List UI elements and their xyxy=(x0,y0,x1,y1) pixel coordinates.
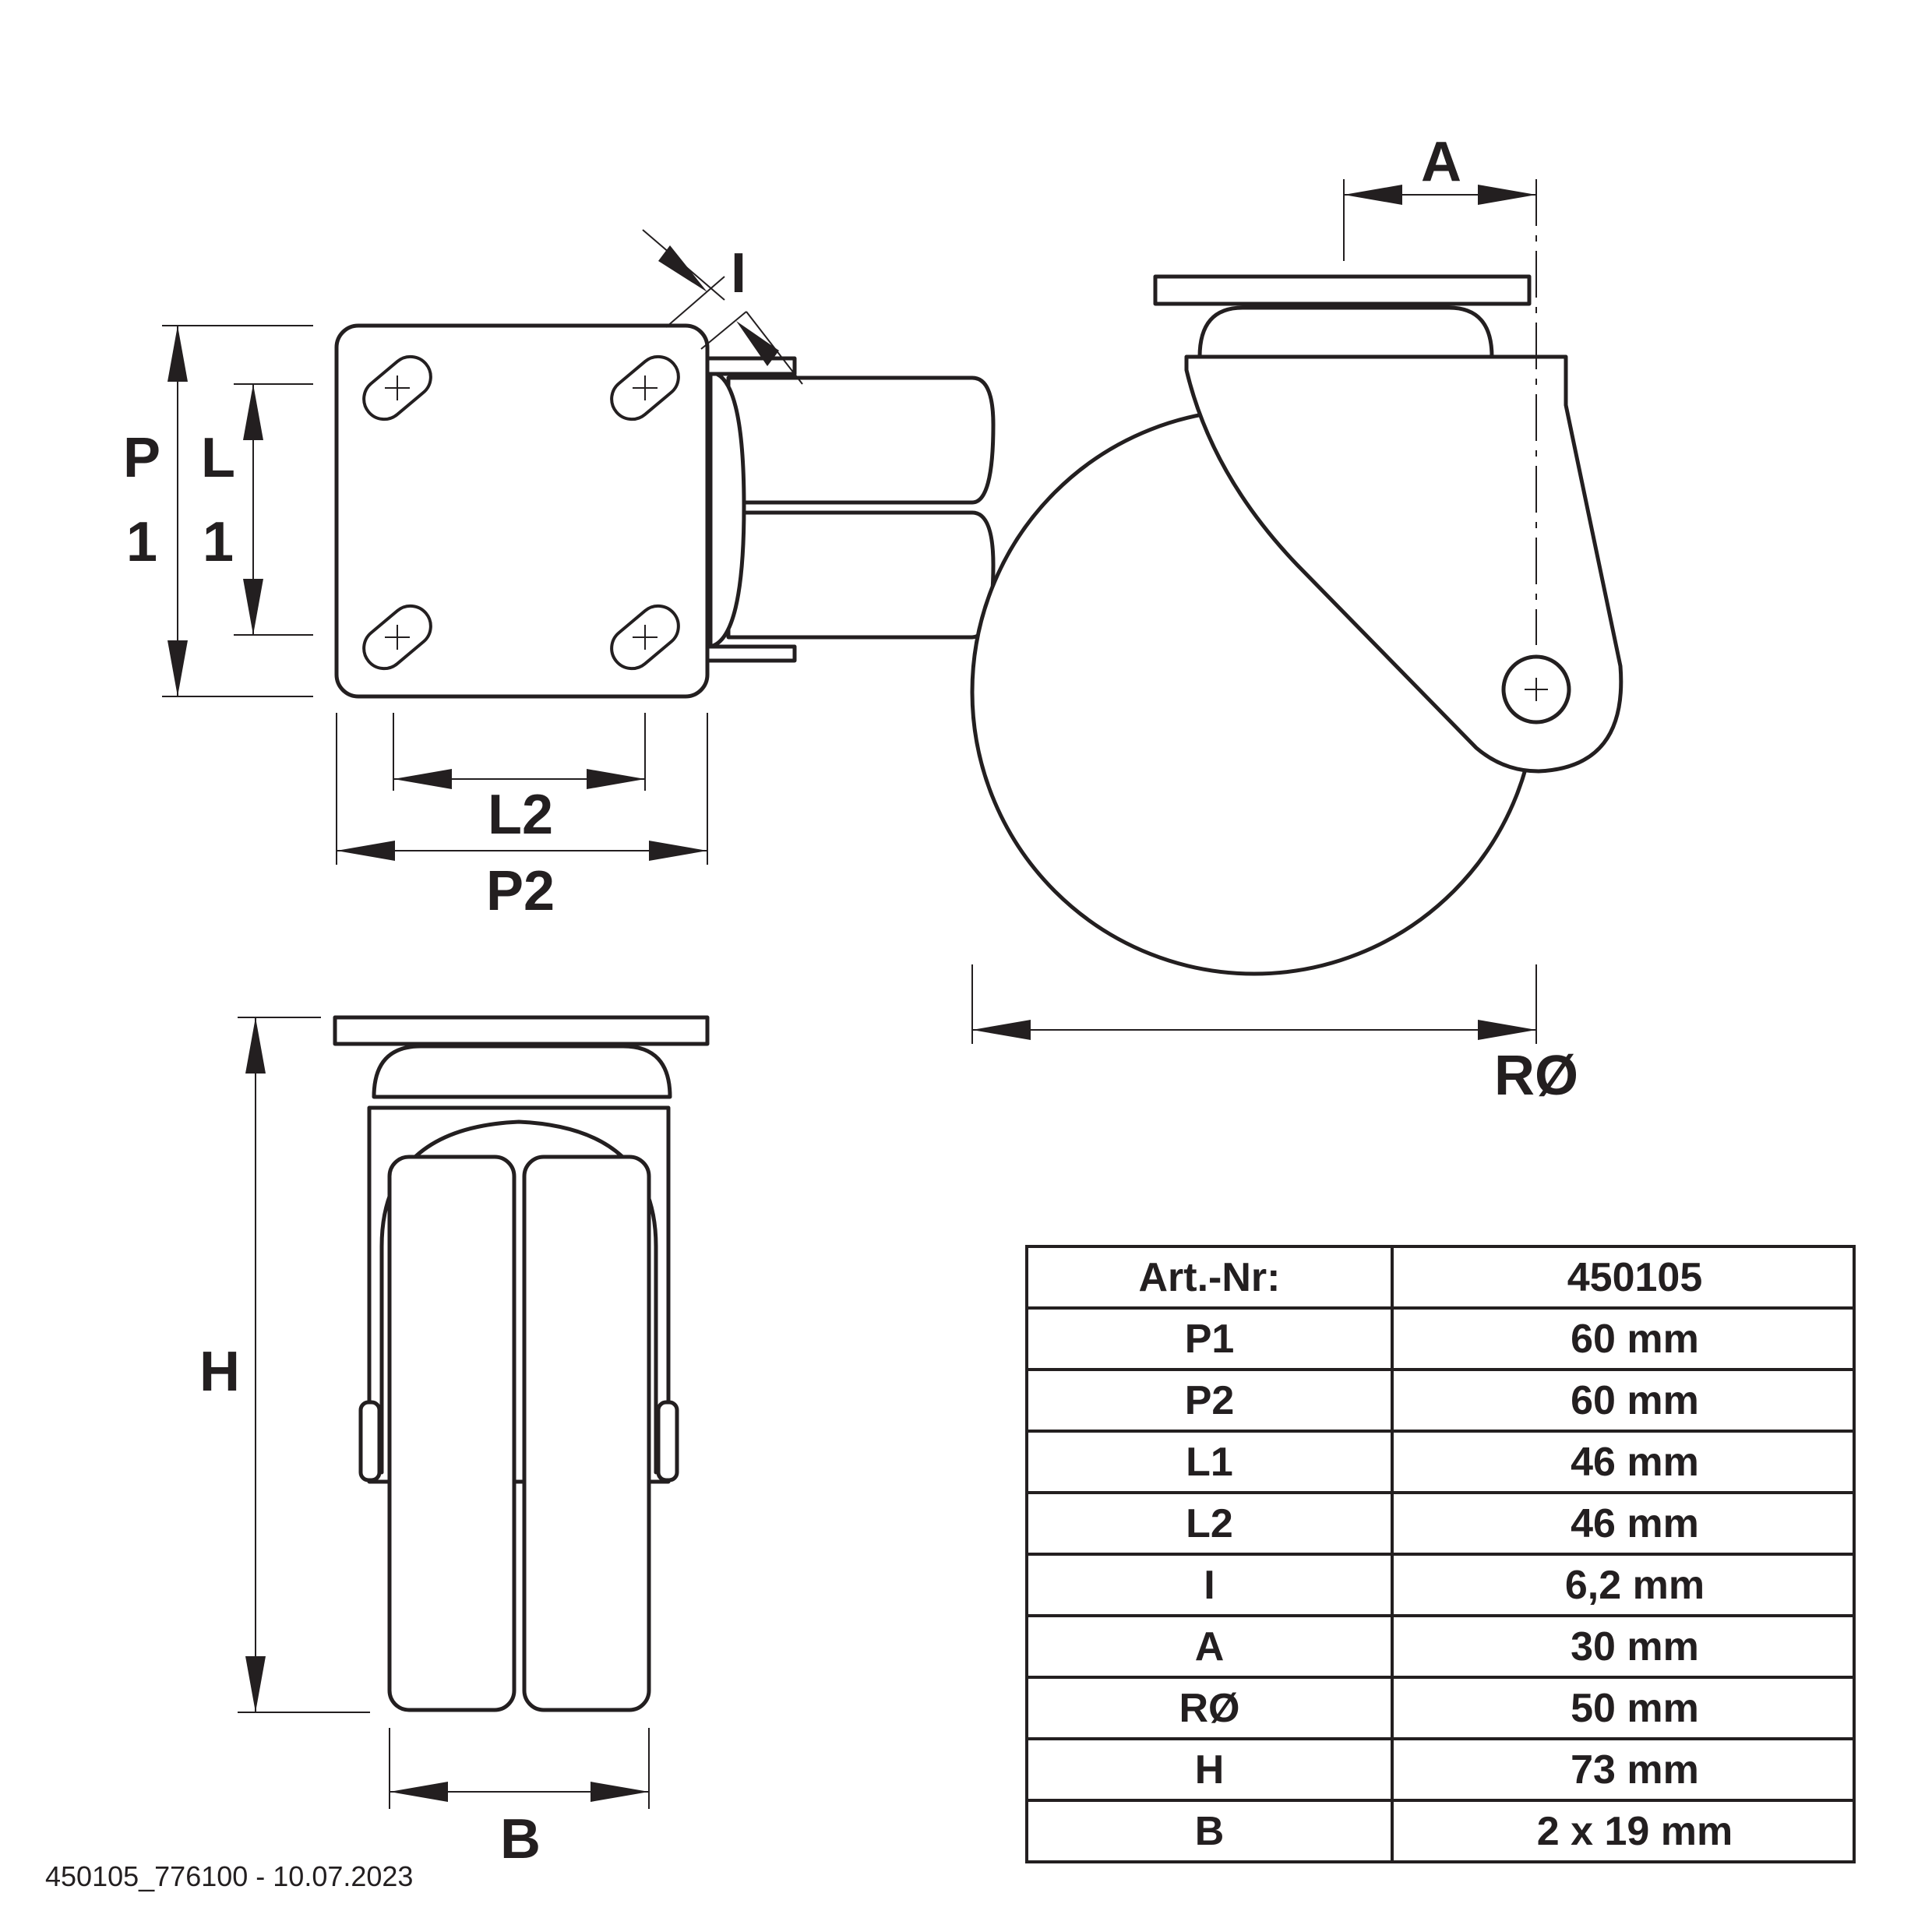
dim-i xyxy=(642,229,803,385)
label-a: A xyxy=(1421,131,1461,193)
top-view-wheels xyxy=(699,356,996,663)
dim-r xyxy=(971,964,1537,1044)
dim-p1 xyxy=(162,325,313,697)
mounting-plate xyxy=(334,323,710,699)
dim-l1 xyxy=(234,383,313,636)
dim-p2 xyxy=(336,713,708,865)
label-l1-top: L xyxy=(201,427,235,489)
table-row: A 30 mm xyxy=(1025,1614,1856,1679)
label-r-diameter: RØ xyxy=(1494,1045,1578,1107)
label-p2: P2 xyxy=(486,860,555,922)
table-value: 6,2 mm xyxy=(1391,1553,1856,1617)
table-row: P1 60 mm xyxy=(1025,1306,1856,1371)
label-p1-top: P xyxy=(123,427,160,489)
table-key: P1 xyxy=(1025,1306,1394,1371)
table-key: L1 xyxy=(1025,1430,1394,1494)
table-value: 30 mm xyxy=(1391,1614,1856,1679)
front-top-plate xyxy=(333,1015,710,1046)
label-l1-bottom: 1 xyxy=(203,511,234,573)
specification-table: Art.-Nr: 450105 P1 60 mm P2 60 mm L1 46 … xyxy=(1025,1245,1856,1863)
table-row: P2 60 mm xyxy=(1025,1368,1856,1433)
table-value: 46 mm xyxy=(1391,1491,1856,1556)
mounting-slots xyxy=(362,354,680,671)
label-b: B xyxy=(500,1808,541,1870)
table-value: 73 mm xyxy=(1391,1737,1856,1802)
table-row: L1 46 mm xyxy=(1025,1430,1856,1494)
table-key: L2 xyxy=(1025,1491,1394,1556)
dim-h xyxy=(238,1017,370,1713)
table-key: RØ xyxy=(1025,1676,1394,1740)
label-i: I xyxy=(731,242,746,305)
table-key: A xyxy=(1025,1614,1394,1679)
table-key: B xyxy=(1025,1799,1394,1863)
table-key: Art.-Nr: xyxy=(1025,1245,1394,1310)
table-value: 2 x 19 mm xyxy=(1391,1799,1856,1863)
dim-b xyxy=(389,1728,650,1809)
table-row: L2 46 mm xyxy=(1025,1491,1856,1556)
front-wheel-right xyxy=(522,1155,651,1712)
table-row: Art.-Nr: 450105 xyxy=(1025,1245,1856,1310)
table-row: H 73 mm xyxy=(1025,1737,1856,1802)
table-row: B 2 x 19 mm xyxy=(1025,1799,1856,1863)
table-key: P2 xyxy=(1025,1368,1394,1433)
side-top-plate xyxy=(1153,274,1532,306)
table-value: 60 mm xyxy=(1391,1306,1856,1371)
table-value: 46 mm xyxy=(1391,1430,1856,1494)
dim-l2 xyxy=(393,713,646,791)
side-view: A RØ xyxy=(970,131,1624,1107)
table-value: 50 mm xyxy=(1391,1676,1856,1740)
front-view: H B xyxy=(199,1015,710,1870)
label-h: H xyxy=(199,1341,240,1403)
label-l2: L2 xyxy=(488,784,553,846)
dim-a xyxy=(1343,179,1536,261)
document-footer: 450105_776100 - 10.07.2023 xyxy=(45,1860,414,1892)
table-value: 450105 xyxy=(1391,1245,1856,1310)
table-key: H xyxy=(1025,1737,1394,1802)
table-value: 60 mm xyxy=(1391,1368,1856,1433)
label-p1-bottom: 1 xyxy=(126,511,157,573)
table-row: RØ 50 mm xyxy=(1025,1676,1856,1740)
top-view: P 1 L 1 I L2 P2 xyxy=(123,229,996,922)
table-key: I xyxy=(1025,1553,1394,1617)
table-row: I 6,2 mm xyxy=(1025,1553,1856,1617)
front-wheel-left xyxy=(387,1155,516,1712)
